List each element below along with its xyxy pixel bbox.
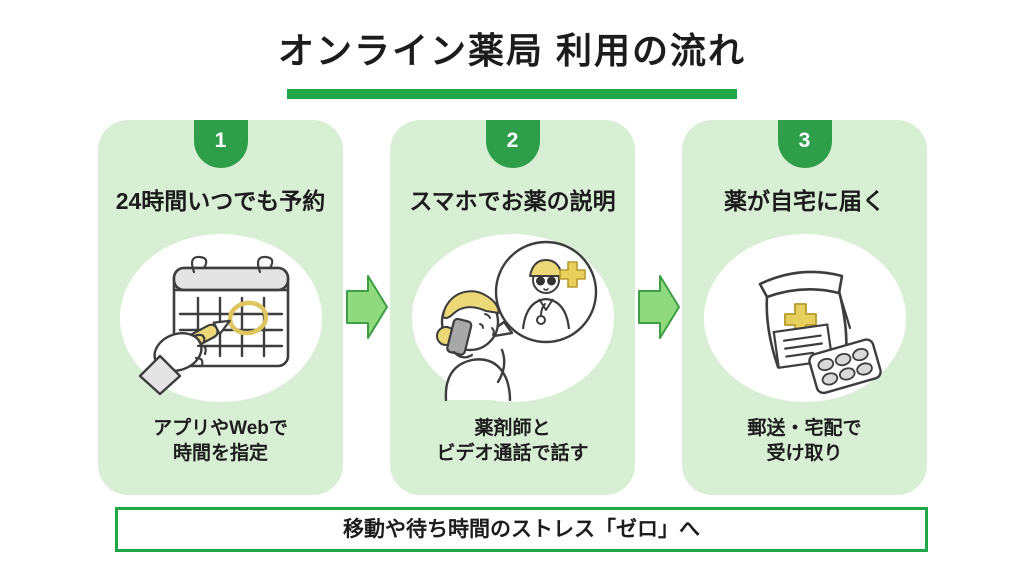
arrow-right-icon-1 xyxy=(346,274,388,340)
step-3-caption-line-2: 受け取り xyxy=(766,443,843,464)
step-1-caption: アプリやWebで 時間を指定 xyxy=(98,416,343,466)
step-3-heading: 薬が自宅に届く xyxy=(724,188,885,214)
step-1-heading: 24時間いつでも予約 xyxy=(115,188,326,214)
step-3-number-badge: 3 xyxy=(777,120,832,168)
video-call-pharmacist-illustration-icon xyxy=(410,232,616,404)
step-card-3: 3 薬が自宅に届く xyxy=(682,120,927,495)
step-card-2: 2 スマホでお薬の説明 xyxy=(390,120,635,495)
step-3-caption-line-1: 郵送・宅配で xyxy=(747,418,862,439)
step-1-number-badge: 1 xyxy=(193,120,248,168)
step-2-caption: 薬剤師と ビデオ通話で話す xyxy=(390,416,635,466)
medicine-delivery-illustration-icon xyxy=(702,232,908,404)
page-title: オンライン薬局 利用の流れ xyxy=(277,30,746,71)
step-1-caption-line-2: 時間を指定 xyxy=(172,443,268,464)
step-2-caption-line-1: 薬剤師と xyxy=(474,418,551,439)
step-2-number-badge: 2 xyxy=(485,120,540,168)
calendar-booking-illustration-icon xyxy=(118,232,324,404)
step-3-number: 3 xyxy=(798,129,811,152)
step-2-heading: スマホでお薬の説明 xyxy=(409,188,616,214)
footer-banner: 移動や待ち時間のストレス「ゼロ」へ xyxy=(115,507,928,552)
step-3-caption: 郵送・宅配で 受け取り xyxy=(682,416,927,466)
arrow-right-icon-2 xyxy=(638,274,680,340)
step-1-caption-line-1: アプリやWebで xyxy=(153,418,288,439)
step-2-number: 2 xyxy=(506,129,519,152)
step-1-number: 1 xyxy=(214,129,227,152)
footer-banner-text: 移動や待ち時間のストレス「ゼロ」へ xyxy=(343,518,700,541)
title-underline xyxy=(287,89,737,99)
step-2-caption-line-2: ビデオ通話で話す xyxy=(436,443,589,464)
step-card-1: 1 24時間いつでも予約 xyxy=(98,120,343,495)
